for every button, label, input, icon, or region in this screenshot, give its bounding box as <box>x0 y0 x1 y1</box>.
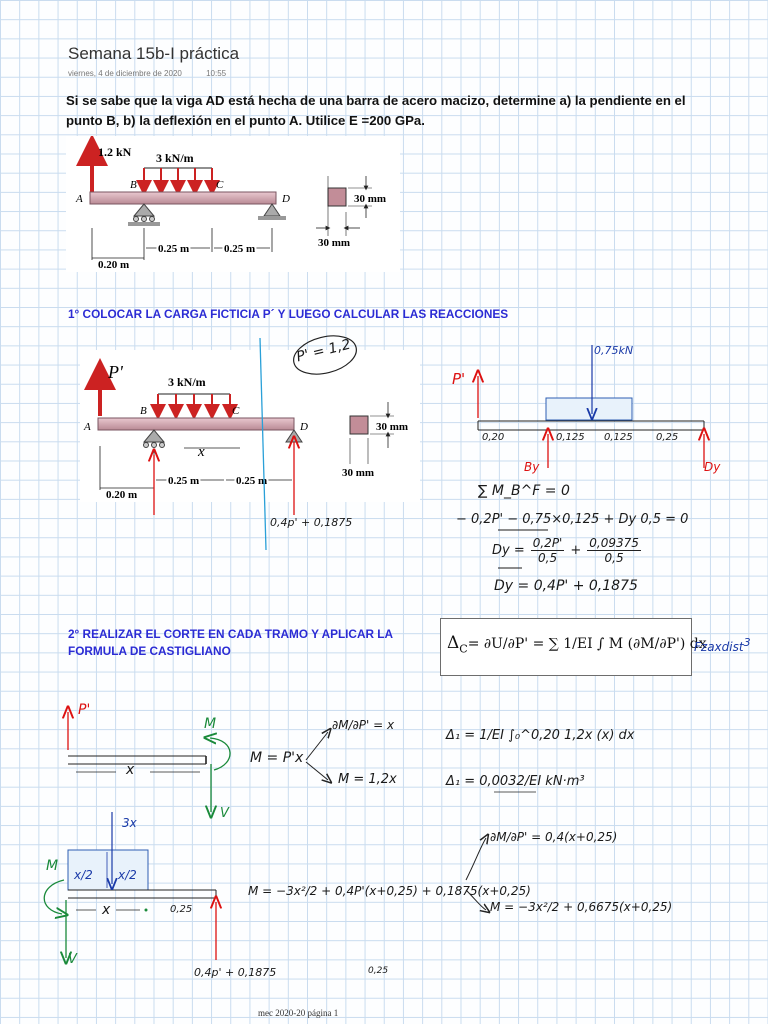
tramo2-m-label: M <box>46 858 59 874</box>
tramo1-moment: M = P'x <box>250 750 304 766</box>
svg-text:A: A <box>75 193 83 205</box>
step2-heading-line1: 2° REALIZAR EL CORTE EN CADA TRAMO Y APL… <box>68 627 393 641</box>
svg-text:0.25 m: 0.25 m <box>224 243 255 255</box>
tramo1-v-label: V <box>220 806 229 821</box>
eq-frac-1-den: 0,5 <box>538 551 558 565</box>
svg-text:D: D <box>281 193 290 205</box>
tramo2-dim-bottom: 0,25 <box>368 966 389 976</box>
tramo1-dm: ∂M/∂P' = x <box>332 718 395 732</box>
eq-frac-2: 0,09375 0,5 <box>587 536 641 565</box>
svg-text:0.20 m: 0.20 m <box>98 259 129 271</box>
svg-text:D: D <box>299 421 308 433</box>
svg-text:C: C <box>216 179 224 191</box>
tramo2-half-2: x/2 <box>118 868 137 882</box>
svg-text:30 mm: 30 mm <box>342 467 374 479</box>
formula-delta: Δ <box>447 633 460 653</box>
eq-frac-2-num: 0,09375 <box>587 536 641 551</box>
eq-dy-fraction: Dy = 0,2P' 0,5 + 0,09375 0,5 <box>492 536 641 565</box>
tramo1-m-label: M <box>204 716 217 732</box>
tramo2-v-label: V <box>68 952 77 967</box>
dist-load-label: 3 kN/m <box>156 151 194 165</box>
svg-text:0.25 m: 0.25 m <box>168 475 199 487</box>
svg-text:0.25 m: 0.25 m <box>158 243 189 255</box>
svg-text:0.25 m: 0.25 m <box>236 475 267 487</box>
svg-text:0.20 m: 0.20 m <box>106 489 137 501</box>
point-load-label: 1.2 kN <box>98 145 132 159</box>
formula-sub: C <box>459 642 468 656</box>
svg-text:30 mm: 30 mm <box>318 237 350 249</box>
eq-frac-1: 0,2P' 0,5 <box>530 536 565 565</box>
fbd-dim-4: 0,25 <box>656 432 679 443</box>
tramo2-moment: M = −3x²/2 + 0,4P'(x+0,25) + 0,1875(x+0,… <box>248 884 531 898</box>
page-title: Semana 15b-I práctica <box>68 44 240 63</box>
svg-text:x: x <box>197 444 205 460</box>
eq-frac-2-den: 0,5 <box>604 551 624 565</box>
page-date: viernes, 4 de diciembre de 2020 <box>68 69 182 78</box>
step1-heading: 1° COLOCAR LA CARGA FICTICIA P´ Y LUEGO … <box>68 307 509 321</box>
bubble-outline <box>293 335 357 375</box>
castigliano-formula: ΔC= ∂U/∂P' = ∑ 1/EI ∫ M (∂M/∂P') dx <box>440 618 707 676</box>
svg-text:0.25 m: 0.25 m <box>224 243 255 255</box>
eq-dy-lhs: Dy = <box>492 543 525 558</box>
tramo2-dim-label: 0,25 <box>170 904 193 915</box>
step2-heading-line2: FORMULA DE CASTIGLIANO <box>68 644 231 658</box>
beam-figure-drawing: 1.2 kN 3 kN/m B C A D 0.25 m 0.25 m 0.25… <box>75 134 386 271</box>
tramo1-m-sub: M = 1,2x <box>338 772 397 787</box>
step1-figure: P' 3 kN/m B C A D x 0.25 m 0.25 m 0.25 m… <box>80 350 420 502</box>
page-footer: mec 2020-20 página 1 <box>258 1008 339 1018</box>
tramo2-half-1: x/2 <box>74 868 93 882</box>
tramo1-delta-result: Δ₁ = 0,0032/EI kN·m³ <box>446 774 585 789</box>
tramo2-m-sub: M = −3x²/2 + 0,6675(x+0,25) <box>490 900 673 914</box>
problem-statement: Si se sabe que la viga AD está hecha de … <box>66 93 686 128</box>
formula-body: = ∂U/∂P' = ∑ 1/EI ∫ M (∂M/∂P') dx <box>467 636 707 652</box>
svg-text:30 mm: 30 mm <box>354 193 386 205</box>
svg-text:0.25 m: 0.25 m <box>168 475 199 487</box>
side-note: Fzaxdist3 <box>694 636 751 654</box>
fbd-load-box <box>545 397 633 421</box>
svg-text:B: B <box>130 179 137 191</box>
eq-sum-moments: ∑ M_B^F = 0 <box>478 483 570 499</box>
eq-dy-result: Dy = 0,4P' + 0,1875 <box>494 578 638 594</box>
page-meta: viernes, 4 de diciembre de 2020 10:55 <box>68 69 248 78</box>
figure-reaction-label: 0,4p' + 0,1875 <box>270 516 353 529</box>
fbd-dim-2: 0,125 <box>556 432 585 443</box>
fbd-load-label: 0,75kN <box>594 344 634 357</box>
svg-text:C: C <box>232 405 240 417</box>
side-note-text: Fzaxdist <box>694 640 744 654</box>
eq-frac-1-num: 0,2P' <box>530 536 565 551</box>
svg-text:P': P' <box>107 362 124 382</box>
fbd-p-label: P' <box>452 370 466 388</box>
tramo1-p-label: P' <box>78 702 91 718</box>
tramo2-dm: ∂M/∂P' = 0,4(x+0,25) <box>490 830 618 844</box>
beam <box>89 191 277 205</box>
eq-plus: + <box>570 543 582 558</box>
fbd-dim-1: 0,20 <box>482 432 505 443</box>
tramo2-load-label: 3x <box>122 816 137 830</box>
page-time: 10:55 <box>206 69 227 78</box>
tramo1-delta: Δ₁ = 1/EI ∫₀^0,20 1,2x (x) dx <box>446 728 635 743</box>
cut-line <box>259 337 267 551</box>
svg-text:30 mm: 30 mm <box>376 421 408 433</box>
svg-text:0.25 m: 0.25 m <box>158 243 189 255</box>
tramo2-x-label: x <box>102 902 111 918</box>
step2-heading: 2° REALIZAR EL CORTE EN CADA TRAMO Y APL… <box>68 626 393 660</box>
side-note-exp: 3 <box>743 636 751 649</box>
tramo2-reaction: 0,4p' + 0,1875 <box>194 966 277 979</box>
fbd-by-label: By <box>524 460 540 474</box>
tramo1-x-label: x <box>126 762 135 778</box>
fbd-dim-3: 0,125 <box>604 432 633 443</box>
beam-figure: 1.2 kN 3 kN/m B C A D 0.25 m 0.25 m 0.25… <box>66 134 400 272</box>
eq-moments-expanded: − 0,2P' − 0,75×0,125 + Dy 0,5 = 0 <box>456 512 689 527</box>
svg-text:A: A <box>83 421 91 433</box>
svg-text:B: B <box>140 405 147 417</box>
svg-text:0.25 m: 0.25 m <box>236 475 267 487</box>
fbd-dy-label: Dy <box>704 460 721 474</box>
svg-text:3 kN/m: 3 kN/m <box>168 375 206 389</box>
step1-figure-drawing: P' 3 kN/m B C A D x 0.25 m 0.25 m 0.25 m… <box>83 358 408 501</box>
